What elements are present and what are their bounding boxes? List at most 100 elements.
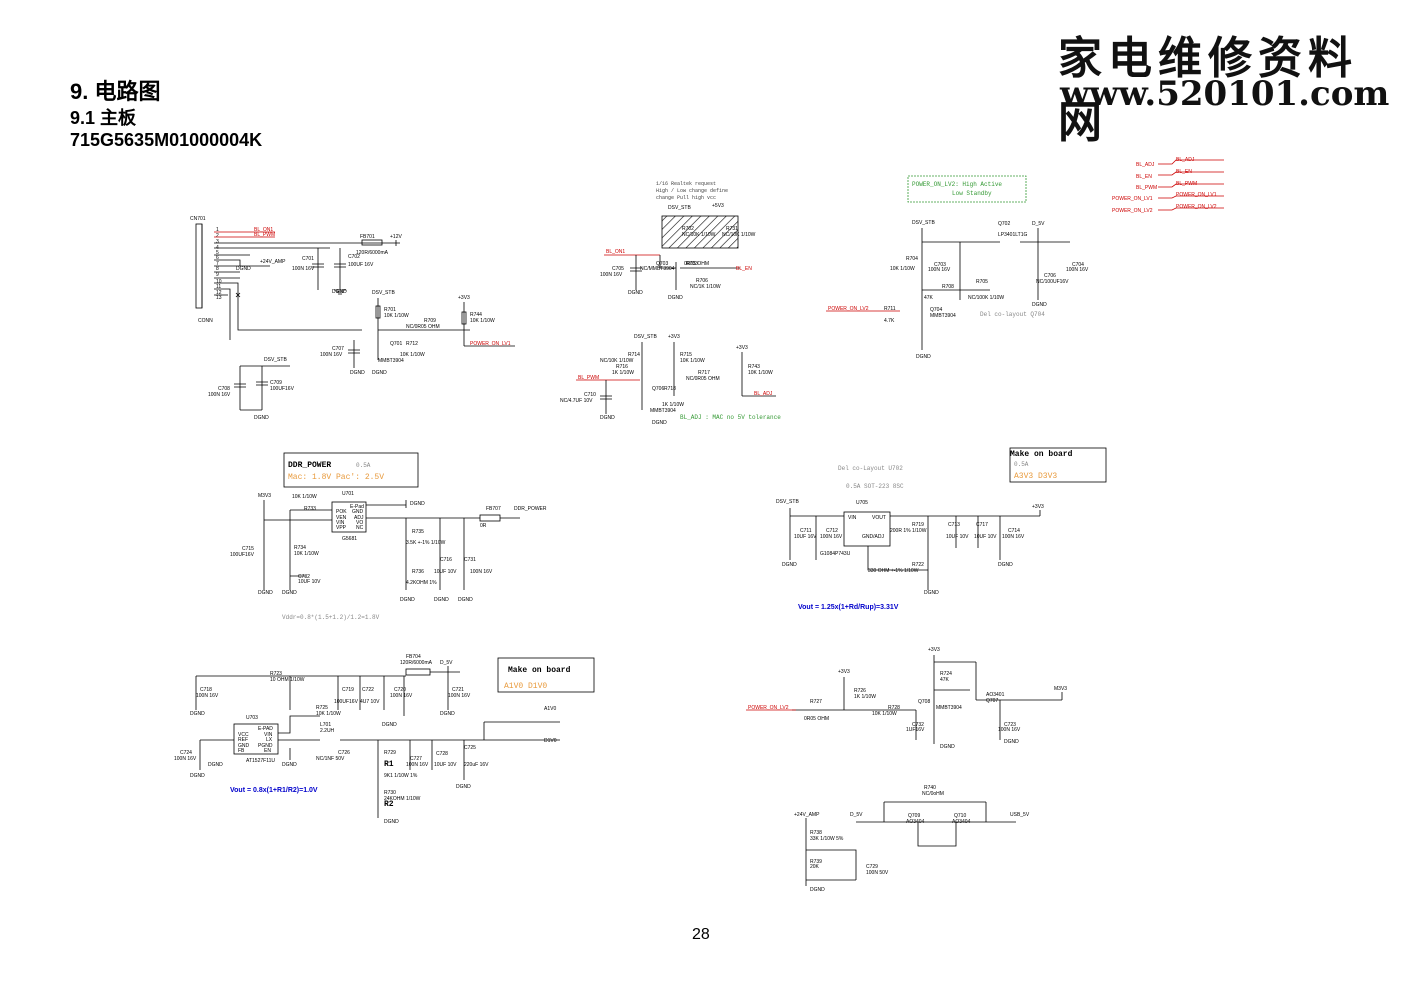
- watermark-url: www.520101.com: [1060, 74, 1390, 114]
- net-right: BL_PWM: [1176, 181, 1197, 187]
- net-right: POWER_ON_LV2: [1176, 204, 1217, 210]
- fb701-value: 120R/6000mA: [356, 250, 389, 256]
- u703-pin: E-PAD: [258, 726, 273, 732]
- u703-ref: U703: [246, 715, 258, 721]
- r703-value: 0R05 OHM: [684, 261, 709, 267]
- u701-pin: NC: [356, 525, 364, 531]
- net-ddr-power: DDR_POWER: [514, 506, 547, 512]
- rail-m3v3: M3V3: [1054, 686, 1067, 692]
- u705-body: [843, 511, 891, 547]
- r716-ref: R716: [616, 364, 628, 370]
- gnd-label: DGND: [628, 290, 643, 296]
- r702-ref: R702: [682, 226, 694, 232]
- r728-ref: R728: [888, 705, 900, 711]
- note-line: High / Low change define: [656, 188, 728, 194]
- watermark-chinese: 家电维修资料网: [1058, 33, 1358, 148]
- pin-label: 8: [216, 266, 219, 272]
- pin-label: 3: [216, 239, 219, 245]
- usb-switch-block: R740 NC/0oHM +24V_AMP D_5V Q709 AO3404 Q…: [794, 785, 1030, 893]
- r725-value: 10K 1/10W: [316, 711, 341, 717]
- ddr-title-box: [283, 452, 419, 488]
- q702-ref: Q702: [998, 221, 1010, 227]
- r725-ref: R725: [316, 705, 328, 711]
- ldo-note1: Del co-Layout U702: [838, 465, 903, 472]
- net-power-on-lv2: POWER_ON_LV2: [748, 705, 789, 711]
- page-number: 28: [692, 926, 710, 943]
- gnd-label: DGND: [456, 784, 471, 790]
- gnd-label: DGND: [190, 711, 205, 717]
- u703-pin: VCC: [238, 732, 249, 738]
- gnd-label: DGND: [282, 590, 297, 596]
- pin-label: 2: [216, 233, 219, 239]
- r744-value: 10K 1/10W: [470, 318, 495, 324]
- u701-body: [331, 501, 367, 533]
- dsv-stb-label: DSV_STB: [634, 334, 657, 340]
- c704-ref: C704: [1072, 262, 1084, 268]
- fb704-value: 120R/6000mA: [400, 660, 433, 666]
- r719-ref: R719: [912, 522, 924, 528]
- pin-label: 5: [216, 250, 219, 256]
- q704-ref: Q704: [930, 307, 942, 313]
- fb707-value: 0R: [480, 523, 487, 529]
- r722-ref: R722: [912, 562, 924, 568]
- c732-ref: C732: [298, 574, 310, 580]
- net-table: BL_ADJ BL_EN BL_PWM POWER_ON_LV1 POWER_O…: [1112, 157, 1224, 214]
- gnd-label: DGND: [600, 415, 615, 421]
- c732-value: 1UF16V: [906, 727, 925, 733]
- connector-block: CN701 CONN 1 2 3 4 5 6 7 8 9 10 11 12 13…: [190, 216, 400, 340]
- gnd-label: DGND: [190, 773, 205, 779]
- fb701-ref: FB701: [360, 234, 375, 240]
- c721-ref: C721: [452, 687, 464, 693]
- q703-ref: Q703: [656, 261, 668, 267]
- cn701-type: CONN: [198, 318, 213, 324]
- u701-pin: POK: [336, 509, 347, 515]
- c702-ref: C702: [348, 254, 360, 260]
- lv2-control-block: POWER_ON_LV2: High Active Low Standby DS…: [826, 175, 1089, 360]
- gnd-label: DGND: [1032, 302, 1047, 308]
- c707-value: 100N 16V: [320, 352, 343, 358]
- r718-value: 1K 1/10W: [662, 402, 684, 408]
- net-right: BL_ADJ: [1176, 157, 1195, 163]
- c719-value: 100UF16V: [334, 699, 359, 705]
- ldo-formula: Vout = 1.25x(1+Rd/Rup)=3.31V: [798, 604, 899, 611]
- buck-1v0-block: Make on board A1V0 D1V0 FB704 120R/6000m…: [174, 654, 595, 825]
- ddr-power-block: DDR_POWER 0.5A Mac: 1.8V Pac': 2.5V M3V3…: [230, 452, 547, 621]
- pin-label: 1: [216, 227, 219, 233]
- gnd-label: DGND: [782, 562, 797, 568]
- r734-ref: R734: [294, 545, 306, 551]
- c714-value: 100N 16V: [1002, 534, 1025, 540]
- gnd-label: DGND: [332, 289, 347, 295]
- u701-pin: VIN: [336, 520, 345, 526]
- r744-ref: R744: [470, 312, 482, 318]
- u703-value: AT1527F11U: [246, 758, 275, 764]
- q709-ref: Q709: [908, 813, 920, 819]
- gnd-label: DGND: [258, 590, 273, 596]
- pin-label: 10: [216, 279, 222, 285]
- m3v3-switch-block: +3V3 +3V3 R724 47K R726 1K 1/10W AO3401 …: [746, 647, 1067, 750]
- fb704-ref: FB704: [406, 654, 421, 660]
- c711-ref: C711: [800, 528, 812, 534]
- r711-value: 4.7K: [884, 318, 895, 324]
- c712-value: 100N 16V: [820, 534, 843, 540]
- c722-ref: C722: [362, 687, 374, 693]
- gnd-label: DGND: [384, 819, 399, 825]
- net-left: POWER_ON_LV2: [1112, 208, 1153, 214]
- r716-value: 1K 1/10W: [612, 370, 634, 376]
- r727-ref: R727: [810, 699, 822, 705]
- c721-value: 100N 16V: [448, 693, 471, 699]
- c708-value: 100N 16V: [208, 392, 231, 398]
- c711-value: 10UF 16V: [794, 534, 817, 540]
- net-bl-en: BL_EN: [736, 266, 752, 272]
- fb707-ref: FB707: [486, 506, 501, 512]
- c713-ref: C713: [948, 522, 960, 528]
- u703-pin: GND: [238, 743, 250, 749]
- net-right: POWER_ON_LV1: [1176, 192, 1217, 198]
- c716-ref: C716: [440, 557, 452, 563]
- u703-pin: VIN: [264, 732, 273, 738]
- r738-ref: R738: [810, 830, 822, 836]
- dsv-stb-label: DSV_STB: [668, 205, 691, 211]
- net-left: BL_EN: [1136, 174, 1152, 180]
- q709-value: AO3404: [906, 819, 925, 825]
- gnd-label: DGND: [924, 590, 939, 596]
- gnd-label: DGND: [372, 370, 387, 376]
